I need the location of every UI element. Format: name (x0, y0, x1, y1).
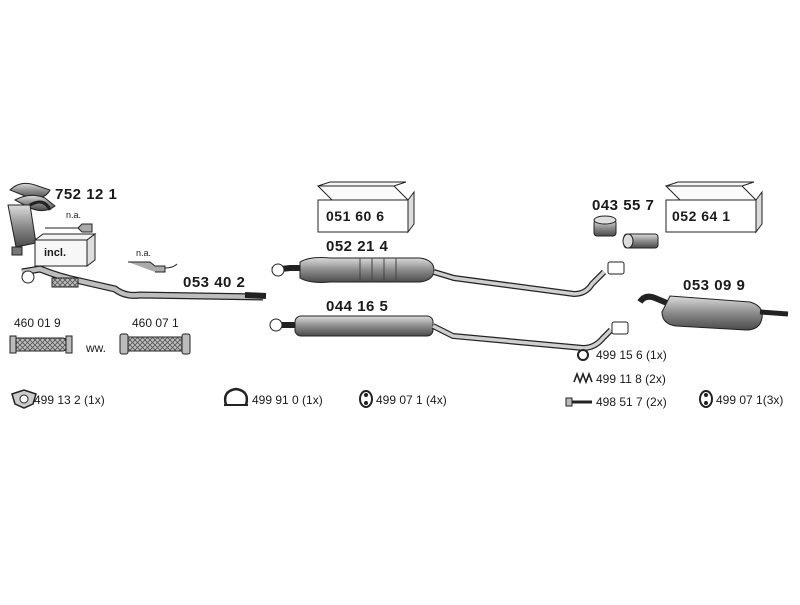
part-middle-silencer: 052 21 4 (326, 238, 389, 255)
gasket-ring-icon (11, 389, 37, 409)
gasket-kit-box (33, 233, 97, 267)
flange-part (593, 215, 659, 249)
part-flange: 043 55 7 (592, 197, 655, 214)
hardware-spring: 499 11 8 (2x) (596, 372, 666, 386)
label-incl: incl. (44, 247, 67, 259)
part-pipe-a: 460 01 9 (14, 316, 61, 330)
hardware-bolt: 498 51 7 (2x) (596, 395, 667, 409)
hardware-ring: 499 15 6 (1x) (596, 348, 667, 362)
part-manifold: 752 12 1 (55, 186, 118, 203)
label-na-1: n.a. (66, 210, 82, 220)
rubber-mount-icon-2 (699, 390, 713, 408)
part-front-pipe: 053 40 2 (183, 274, 246, 291)
hardware-mount-2: 499 07 1(3x) (716, 393, 784, 407)
front-pipe-end (244, 292, 267, 299)
part-middle-pipe: 044 16 5 (326, 298, 389, 315)
hardware-mount-1: 499 07 1 (4x) (376, 393, 447, 407)
rubber-mount-icon-1 (359, 390, 373, 408)
part-pipe-b: 460 07 1 (132, 316, 179, 330)
flex-pipe-b (119, 333, 191, 355)
part-box-right: 052 64 1 (672, 208, 731, 224)
hardware-clamp: 499 91 0 (1x) (252, 393, 323, 407)
hardware-gasket: 499 13 2 (1x) (34, 393, 105, 407)
bolt-icon (565, 397, 592, 407)
parts-box-left (316, 181, 415, 234)
middle-pipe (269, 315, 629, 352)
clamp-icon (223, 387, 249, 406)
sensor-1 (45, 223, 93, 233)
label-na-2: n.a. (136, 248, 152, 258)
part-box-left: 051 60 6 (326, 208, 385, 224)
manifold-catalyst (7, 182, 56, 256)
sensor-2 (128, 261, 178, 273)
flex-pipe-a (9, 335, 73, 354)
parts-box-right (664, 181, 763, 234)
part-rear-silencer: 053 09 9 (683, 277, 746, 294)
rear-silencer (637, 293, 789, 331)
hanger-ring-icon (577, 349, 589, 361)
spring-icon (573, 371, 593, 385)
label-ww: ww. (86, 341, 107, 355)
middle-silencer (271, 257, 625, 298)
front-pipe (21, 265, 264, 301)
